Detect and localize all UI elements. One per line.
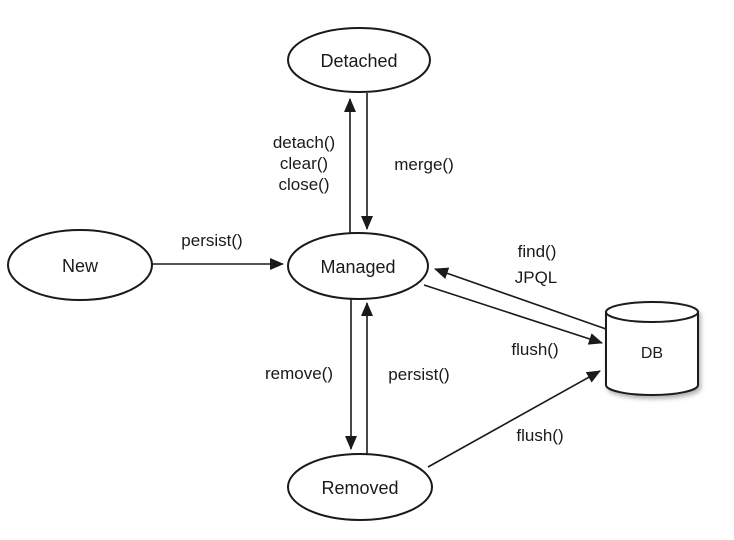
edge-label-persist-new: persist()	[181, 231, 242, 250]
removed-label: Removed	[321, 478, 398, 498]
edge-label-persist-removed: persist()	[388, 365, 449, 384]
db-cylinder-node: DB	[605, 301, 699, 396]
managed-label: Managed	[320, 257, 395, 277]
state-node-managed: Managed	[287, 232, 429, 300]
state-node-detached: Detached	[287, 27, 431, 93]
db-cylinder-top-rim	[605, 311, 699, 323]
detached-label: Detached	[320, 51, 397, 71]
edge-label-clear: clear()	[280, 154, 328, 173]
db-label: DB	[641, 345, 663, 362]
edge-db-to-managed	[434, 267, 607, 330]
edge-label-flush-managed: flush()	[511, 340, 558, 359]
new-ellipse	[7, 229, 153, 301]
managed-ellipse	[287, 232, 429, 300]
removed-ellipse	[287, 453, 433, 521]
edge-label-detach: detach()	[273, 133, 335, 152]
edge-label-flush-removed: flush()	[516, 426, 563, 445]
edge-label-remove: remove()	[265, 364, 333, 383]
edge-label-jpql: JPQL	[515, 268, 558, 287]
detached-ellipse	[287, 27, 431, 93]
edge-managed-to-db	[423, 284, 603, 345]
edge-label-close: close()	[278, 175, 329, 194]
state-node-new: New	[7, 229, 153, 301]
edge-removed-to-db	[427, 370, 601, 468]
edge-label-merge: merge()	[394, 155, 454, 174]
edge-label-find: find()	[518, 242, 557, 261]
db-cylinder-body	[605, 301, 699, 396]
new-label: New	[62, 256, 99, 276]
state-node-removed: Removed	[287, 453, 433, 521]
